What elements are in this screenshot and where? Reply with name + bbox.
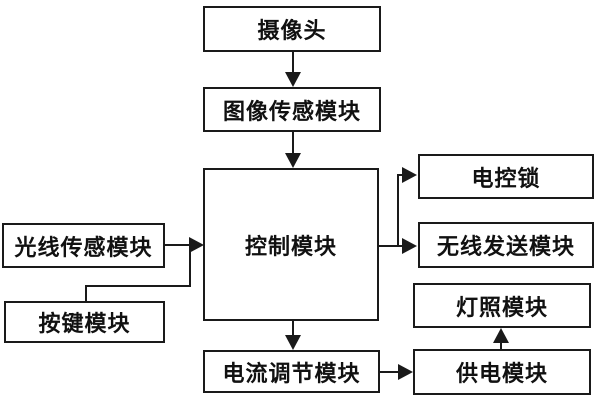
arrowhead-right-icon: [398, 364, 413, 380]
box-camera-label: 摄像头: [257, 18, 327, 43]
edge-line: [85, 285, 191, 287]
box-camera: 摄像头: [203, 6, 381, 52]
box-control: 控制模块: [203, 168, 379, 321]
box-image-sensor-label: 图像传感模块: [222, 98, 361, 124]
edge-line: [292, 132, 294, 154]
box-control-label: 控制模块: [244, 233, 337, 259]
box-electric-lock-label: 电控锁: [471, 165, 541, 191]
edge-line: [165, 244, 190, 246]
box-current-regulator-label: 电流调节模块: [222, 360, 361, 386]
arrowhead-right-icon: [402, 238, 417, 254]
edge-line: [292, 52, 294, 73]
box-power: 供电模块: [413, 349, 591, 395]
box-wireless-label: 无线发送模块: [436, 234, 575, 259]
arrowhead-up-icon: [493, 328, 509, 343]
edge-line: [500, 341, 502, 349]
box-button: 按键模块: [4, 301, 165, 343]
box-current-regulator: 电流调节模块: [203, 350, 380, 393]
edge-line: [85, 287, 87, 302]
arrowhead-down-icon: [285, 72, 301, 87]
box-image-sensor: 图像传感模块: [203, 87, 381, 132]
box-wireless: 无线发送模块: [418, 222, 594, 268]
box-lighting-label: 灯照模块: [455, 294, 548, 320]
arrowhead-down-icon: [285, 153, 301, 168]
edge-line: [397, 174, 399, 246]
arrowhead-right-icon: [189, 237, 204, 253]
box-light-sensor: 光线传感模块: [2, 223, 165, 268]
box-button-label: 按键模块: [38, 311, 131, 336]
box-lighting: 灯照模块: [413, 283, 591, 328]
box-power-label: 供电模块: [455, 361, 548, 386]
arrowhead-down-icon: [285, 335, 301, 350]
arrowhead-right-icon: [402, 167, 417, 183]
edge-line: [397, 174, 404, 176]
edge-line: [380, 371, 399, 373]
box-electric-lock: 电控锁: [418, 154, 594, 199]
edge-line: [378, 245, 404, 247]
edge-line: [292, 321, 294, 336]
box-light-sensor-label: 光线传感模块: [14, 234, 153, 260]
edge-line: [189, 245, 191, 287]
